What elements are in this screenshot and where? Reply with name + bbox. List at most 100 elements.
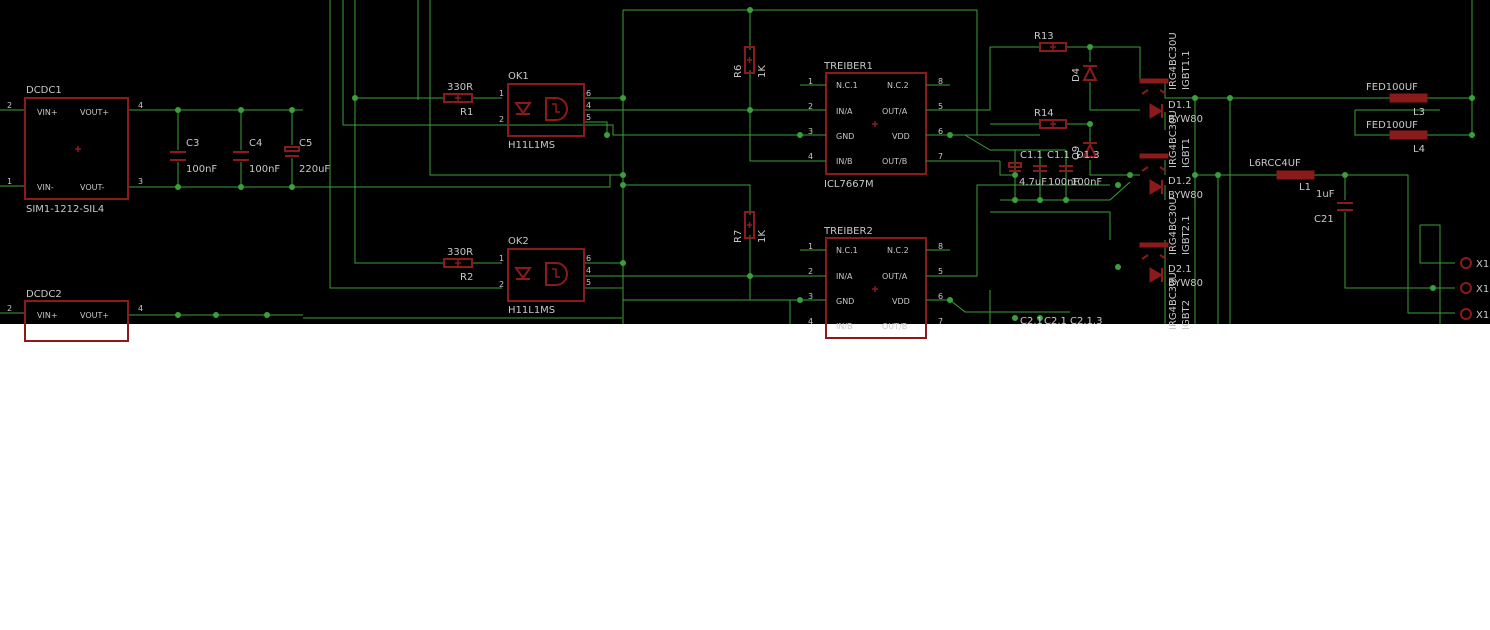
- dcdc2-pin-4: 4: [138, 304, 143, 313]
- treiber2-pin-7: 7: [938, 317, 943, 326]
- resistor-r2: 330R R2 1 2: [443, 247, 504, 289]
- c3-name: C3: [186, 138, 199, 149]
- treiber2-gnd: GND: [836, 297, 854, 306]
- capacitor-group-c2: C2.1 C2.1 C2.1.3: [1020, 316, 1102, 327]
- junctions: [175, 7, 1475, 321]
- treiber2-nc1: N.C.1: [836, 246, 858, 255]
- resistor-r7: R7 1K: [733, 211, 768, 243]
- igbt-2-2: IRG4BC30U IGBT2: [1168, 272, 1192, 330]
- zener-diode-d4: D4: [1071, 65, 1098, 82]
- treiber1-pin-3: 3: [808, 127, 813, 136]
- c1-tag-e: Q9: [1071, 146, 1082, 160]
- zener-diode-d13: [1082, 142, 1098, 158]
- dcdc2-vin-plus: VIN+: [37, 311, 58, 320]
- treiber1-pin-4: 4: [808, 152, 813, 161]
- ok2-pin-6: 6: [586, 254, 591, 263]
- dcdc1-name: DCDC1: [26, 85, 62, 96]
- treiber2-nc2: N.C.2: [887, 246, 909, 255]
- treiber1-pin-2: 2: [808, 102, 813, 111]
- r6-value: 1K: [757, 65, 768, 78]
- igbt11-diode: BYW80: [1168, 114, 1203, 125]
- igbt-1-2: IRG4BC30U IGBT1 D1.2 BYW80: [1139, 110, 1203, 201]
- c5-name: C5: [299, 138, 312, 149]
- treiber1-vdd: VDD: [892, 132, 910, 141]
- l3-value: FED100UF: [1366, 82, 1418, 93]
- r14-name: R14: [1034, 108, 1054, 119]
- x1-label-b: X1: [1476, 284, 1489, 295]
- dcdc1-converter: DCDC1 SIM1-1212-SIL4 VIN+ VIN- VOUT+ VOU…: [7, 85, 143, 215]
- r7-value: 1K: [757, 230, 768, 243]
- l1-name: L1: [1299, 182, 1311, 193]
- treiber2-outa: OUT/A: [882, 272, 908, 281]
- treiber1-gnd: GND: [836, 132, 854, 141]
- treiber2-vdd: VDD: [892, 297, 910, 306]
- dcdc2-converter: DCDC2 VIN+ VOUT+ 2 4: [7, 289, 143, 342]
- treiber2-pin-6: 6: [938, 292, 943, 301]
- igbt21-diode: BYW80: [1168, 278, 1203, 289]
- igbt22-name: IGBT2: [1181, 300, 1192, 330]
- inductor-l4: FED100UF L4: [1366, 120, 1428, 155]
- treiber2-name: TREIBER2: [823, 226, 873, 237]
- ok1-name: OK1: [508, 71, 529, 82]
- c5-value: 220uF: [299, 164, 330, 175]
- igbt12-tag: D1.2: [1168, 176, 1192, 187]
- r1-name: R1: [460, 107, 473, 118]
- c4-value: 100nF: [249, 164, 280, 175]
- c1-value-a: 4.7uF: [1019, 177, 1047, 188]
- treiber1-pin-7: 7: [938, 152, 943, 161]
- dcdc1-pin-1: 1: [7, 177, 12, 186]
- treiber1-value: ICL7667M: [824, 179, 874, 190]
- c21-value: 1uF: [1316, 189, 1335, 200]
- ok1-pin-6: 6: [586, 89, 591, 98]
- ok2-name: OK2: [508, 236, 529, 247]
- capacitor-c3: C3 100nF: [170, 138, 217, 175]
- l1-value: L6RCC4UF: [1249, 158, 1301, 169]
- capacitor-c5: C5 220uF: [284, 138, 330, 175]
- treiber1-nc2: N.C.2: [887, 81, 909, 90]
- resistor-r14: R14: [1034, 108, 1067, 129]
- treiber2-ina: IN/A: [836, 272, 853, 281]
- dcdc1-vout-minus: VOUT-: [80, 183, 105, 192]
- optocoupler-ok1: OK1 H11L1MS 6 4 5: [507, 71, 591, 151]
- optocoupler-ok2: OK2 H11L1MS 6 4 5: [507, 236, 591, 316]
- r13-name: R13: [1034, 31, 1054, 42]
- igbt11-value: IRG4BC30U: [1168, 32, 1179, 90]
- ok2-value: H11L1MS: [508, 305, 555, 316]
- ok2-pin-5: 5: [586, 278, 591, 287]
- treiber1-pin-5: 5: [938, 102, 943, 111]
- r1-value: 330R: [447, 82, 473, 93]
- treiber2-pin-8: 8: [938, 242, 943, 251]
- treiber1-nc1: N.C.1: [836, 81, 858, 90]
- igbt21-name: IGBT2.1: [1181, 215, 1192, 255]
- treiber2-pin-1: 1: [808, 242, 813, 251]
- x1-label-c: X1: [1476, 310, 1489, 321]
- r7-name: R7: [733, 230, 744, 243]
- inductor-l3: FED100UF L3: [1366, 82, 1428, 118]
- c1-name-a: C1.1: [1020, 150, 1043, 161]
- treiber1-outa: OUT/A: [882, 107, 908, 116]
- d4-name: D4: [1071, 68, 1082, 82]
- inductor-l1: L6RCC4UF L1: [1249, 158, 1315, 193]
- c1-tag-d: D1.3: [1076, 150, 1100, 161]
- treiber2-outb: OUT/B: [882, 322, 907, 331]
- r1-pin-1: 1: [499, 89, 504, 98]
- c3-value: 100nF: [186, 164, 217, 175]
- r6-name: R6: [733, 65, 744, 78]
- wires: [0, 0, 1473, 324]
- r2-value: 330R: [447, 247, 473, 258]
- l3-name: L3: [1413, 107, 1425, 118]
- treiber1-pin-8: 8: [938, 77, 943, 86]
- igbt12-name: IGBT1: [1181, 138, 1192, 168]
- igbt21-tag: D2.1: [1168, 264, 1192, 275]
- c2-name-c: C2.1.3: [1070, 316, 1102, 327]
- dcdc1-pin-3: 3: [138, 177, 143, 186]
- c2-name-b: C2.1: [1044, 316, 1067, 327]
- treiber1-outb: OUT/B: [882, 157, 907, 166]
- treiber1-name: TREIBER1: [823, 61, 873, 72]
- ok1-value: H11L1MS: [508, 140, 555, 151]
- igbt11-tag: D1.1: [1168, 100, 1192, 111]
- treiber1-ina: IN/A: [836, 107, 853, 116]
- dcdc1-vin-plus: VIN+: [37, 108, 58, 117]
